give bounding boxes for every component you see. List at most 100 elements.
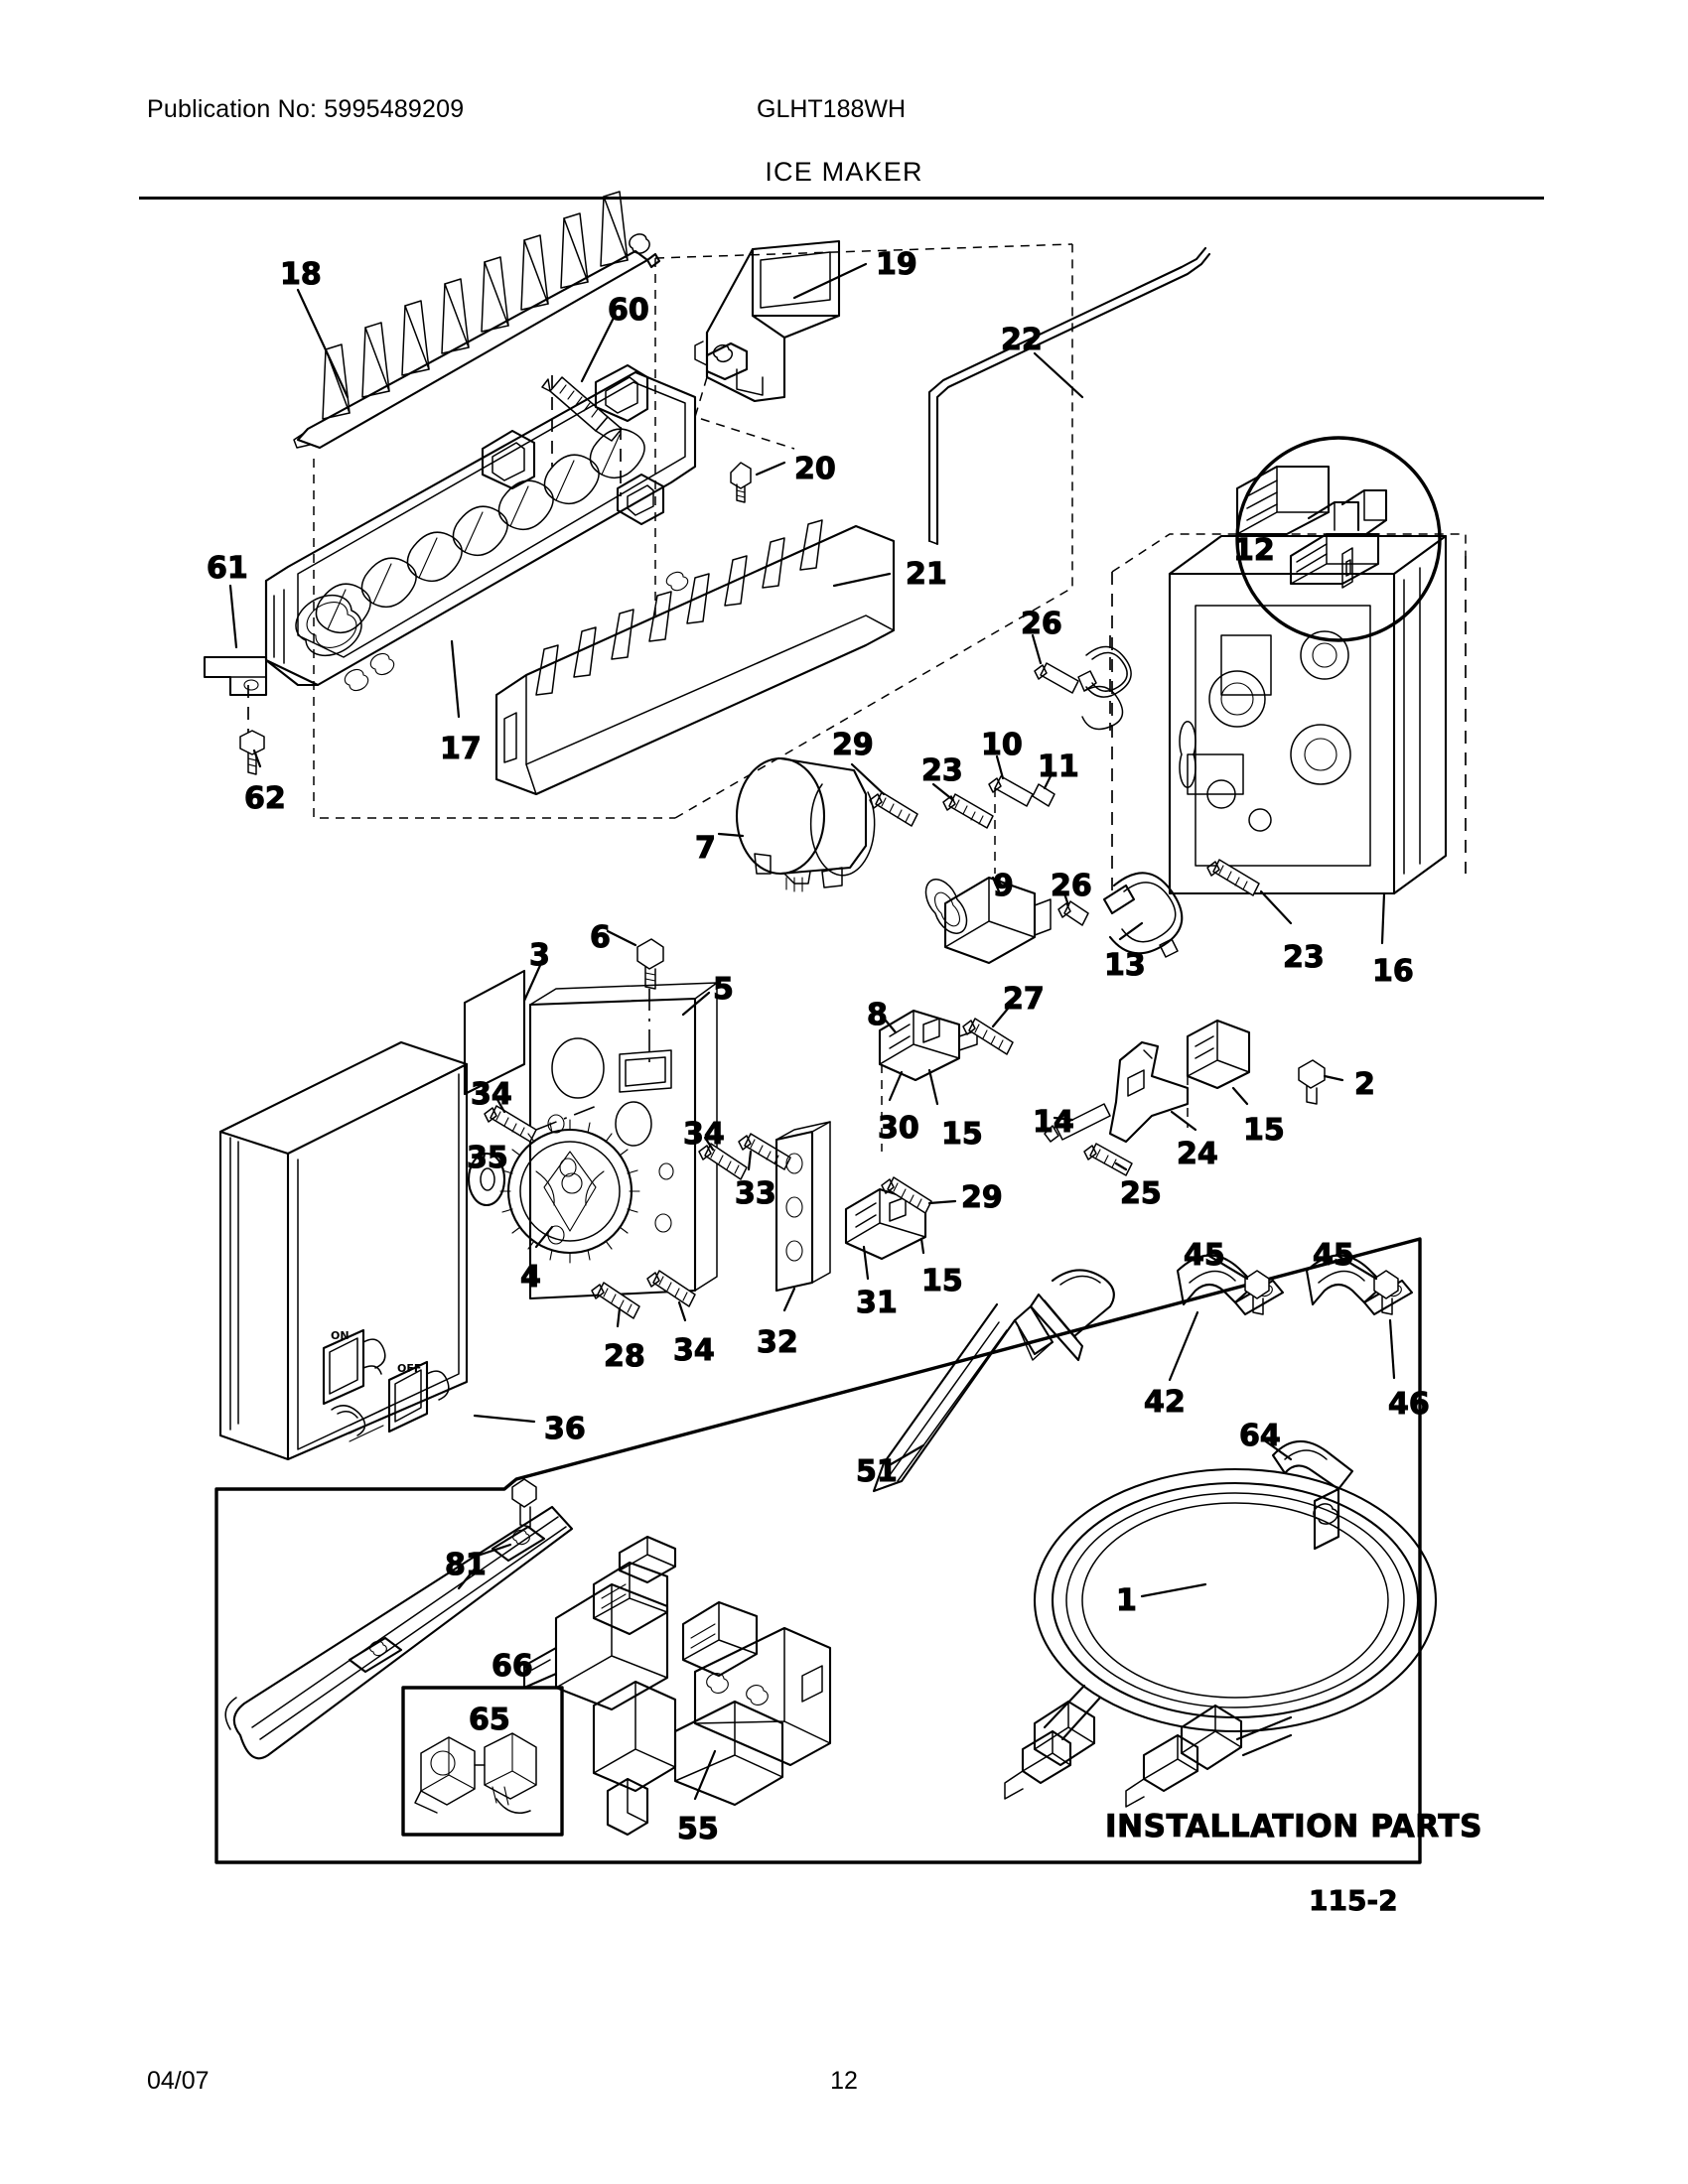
callout-26a: 26 — [1020, 607, 1062, 641]
callout-14: 14 — [1032, 1105, 1074, 1140]
callout-25: 25 — [1119, 1176, 1162, 1211]
callout-62: 62 — [243, 781, 286, 816]
part-26-screw-b — [1057, 900, 1089, 926]
bucket-on-label: ON — [331, 1329, 350, 1342]
part-16-control-module — [1168, 465, 1448, 895]
leader-14 — [1053, 1116, 1074, 1122]
part-8-switch — [878, 1009, 978, 1082]
part-36-ice-container — [218, 1040, 469, 1461]
part-24-lever — [1108, 1040, 1190, 1144]
callout-32: 32 — [756, 1325, 798, 1360]
part-23-screw-a — [942, 793, 994, 829]
part-9-solenoid — [924, 876, 1052, 965]
callout-55: 55 — [676, 1812, 719, 1846]
part-clamp-b — [348, 1636, 403, 1674]
callout-9: 9 — [992, 869, 1014, 903]
leader-6 — [606, 929, 637, 947]
part-3-insulation — [463, 969, 526, 1096]
callout-29b: 29 — [960, 1180, 1003, 1215]
part-34-screw-c — [646, 1270, 696, 1307]
leader-55 — [693, 1749, 717, 1801]
leader-20 — [755, 461, 786, 477]
callout-34c: 34 — [672, 1333, 715, 1368]
leader-8 — [884, 1019, 898, 1034]
part-27-screw — [962, 1018, 1014, 1055]
callout-6: 6 — [589, 920, 611, 955]
page-title: ICE MAKER — [765, 157, 923, 187]
part-25-screw — [1083, 1143, 1133, 1176]
leader-46 — [1388, 1318, 1396, 1380]
leader-24 — [1170, 1110, 1197, 1132]
part-1-water-line — [1004, 1467, 1438, 1808]
part-14-pin — [1044, 1103, 1111, 1143]
part-62-screw — [239, 730, 265, 775]
leader-27 — [991, 1001, 1015, 1028]
callout-60: 60 — [607, 293, 649, 328]
part-23-screw-b — [1206, 859, 1260, 896]
callout-11: 11 — [1037, 750, 1079, 784]
callout-5: 5 — [712, 972, 734, 1007]
part-31-switch-lower — [844, 1187, 927, 1261]
callout-51: 51 — [855, 1454, 898, 1489]
callout-13: 13 — [1103, 948, 1146, 983]
leader-29b — [927, 1199, 957, 1205]
part-4-drive-gear — [499, 1119, 640, 1264]
part-13-wire-clip — [1102, 872, 1184, 958]
leader-7 — [717, 832, 745, 838]
part-22-water-fill-tube — [927, 246, 1211, 546]
callout-20: 20 — [793, 452, 836, 486]
part-19-fill-cup — [694, 239, 841, 403]
header-divider — [139, 197, 1544, 200]
ghost-box-2 — [674, 244, 1073, 819]
callout-34b: 34 — [682, 1117, 725, 1152]
leader-34c — [677, 1300, 687, 1322]
callout-61: 61 — [206, 551, 248, 586]
callout-33: 33 — [734, 1176, 776, 1211]
callout-15c: 15 — [920, 1264, 963, 1298]
callout-21: 21 — [905, 557, 947, 592]
part-17-ice-mold — [264, 363, 697, 692]
ghost-box-4 — [654, 243, 1073, 259]
leader-11 — [1043, 774, 1053, 790]
part-45-screw-a — [1244, 1270, 1270, 1315]
part-6-screw — [636, 938, 664, 990]
part-34-screw-b — [698, 1143, 748, 1180]
leader-23b — [1259, 889, 1293, 925]
leader-26a — [1031, 633, 1043, 665]
part-11-pin — [1032, 783, 1055, 807]
leader-60 — [580, 316, 616, 383]
model-number: GLHT188WH — [757, 95, 907, 123]
leader-81 — [473, 1543, 512, 1559]
leader-15a — [927, 1068, 939, 1106]
callout-66: 66 — [491, 1649, 533, 1684]
callout-30: 30 — [877, 1111, 919, 1146]
part-20-screw — [730, 462, 752, 503]
dash-34a — [535, 1103, 603, 1131]
leader-35 — [481, 1152, 487, 1165]
part-66-tube — [224, 1505, 574, 1760]
part-28-screw — [591, 1282, 640, 1319]
leader-30 — [888, 1070, 904, 1102]
callout-2: 2 — [1353, 1067, 1375, 1102]
leader-23a — [931, 782, 955, 802]
callout-15b: 15 — [1242, 1113, 1285, 1148]
callout-31: 31 — [855, 1286, 898, 1320]
callout-29a: 29 — [831, 728, 874, 762]
callout-81: 81 — [444, 1548, 487, 1582]
ghost-box-1 — [313, 459, 675, 819]
publication-number: Publication No: 5995489209 — [147, 95, 465, 123]
part-35-washer — [467, 1152, 506, 1207]
callout-8: 8 — [866, 998, 888, 1032]
leader-36 — [473, 1414, 536, 1424]
callout-10: 10 — [980, 728, 1023, 762]
leader-61 — [228, 584, 238, 649]
bucket-off-label: OFF — [397, 1362, 422, 1375]
part-45-screw-b — [1373, 1270, 1399, 1315]
callout-23b: 23 — [1282, 940, 1325, 975]
installation-parts-boundary — [214, 1237, 1422, 1864]
callout-19: 19 — [875, 247, 917, 282]
leader-31 — [862, 1245, 870, 1281]
callout-45a: 45 — [1183, 1238, 1225, 1273]
callout-12: 12 — [1232, 533, 1275, 568]
leader-45b — [1335, 1253, 1378, 1281]
